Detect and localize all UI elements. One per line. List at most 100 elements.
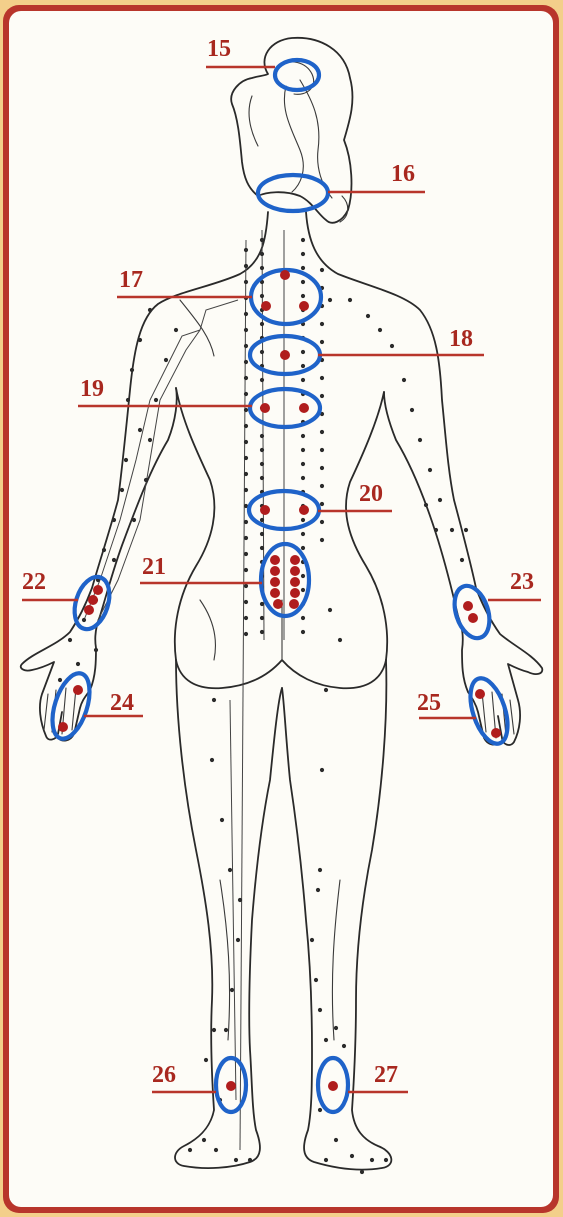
right-side-outline <box>306 212 542 745</box>
acupoint-dot-icon <box>370 1158 374 1162</box>
label-27: 27 <box>374 1062 398 1088</box>
marked-acupoints <box>58 270 501 1091</box>
acupoint-dot-icon <box>204 1058 208 1062</box>
acupoint-dot-icon <box>260 602 264 606</box>
acupoint-dot-icon <box>338 638 342 642</box>
acupoint-dot-icon <box>174 328 178 332</box>
acupoint-dot-icon <box>244 568 248 572</box>
acupoint-dot-icon <box>238 898 242 902</box>
marker-ring-23[interactable] <box>448 581 495 642</box>
acupoint-25-a <box>475 689 485 699</box>
acupoint-dot-icon <box>438 498 442 502</box>
acupoint-dot-icon <box>214 1148 218 1152</box>
acupoint-dot-icon <box>112 558 116 562</box>
right-calf-line <box>332 880 340 1040</box>
acupoint-dot-icon <box>244 472 248 476</box>
acupoint-dot-icon <box>348 298 352 302</box>
acupoint-21-i <box>273 599 283 609</box>
acupoint-dot-icon <box>148 438 152 442</box>
acupoint-dot-icon <box>301 546 305 550</box>
acupoint-23-a <box>463 601 473 611</box>
acupoint-dot-icon <box>402 378 406 382</box>
acupoint-dot-icon <box>320 376 324 380</box>
acupoint-dot-icon <box>228 868 232 872</box>
acupoint-dot-icon <box>244 456 248 460</box>
acupoint-dot-icon <box>424 503 428 507</box>
acupoint-17-c <box>299 301 309 311</box>
acupoint-dot-icon <box>301 252 305 256</box>
acupoint-dot-icon <box>366 314 370 318</box>
left-calf-line <box>220 880 230 1040</box>
marker-ring-24[interactable] <box>45 669 96 744</box>
acupoint-dot-icon <box>260 294 264 298</box>
marker-ring-25[interactable] <box>463 674 514 749</box>
body-diagram: 15 16 17 18 19 20 21 22 23 24 25 26 27 <box>9 11 553 1207</box>
acupoint-dot-icon <box>301 588 305 592</box>
acupoint-dot-icon <box>244 632 248 636</box>
acupoint-dot-icon <box>464 528 468 532</box>
acupoint-dot-icon <box>301 364 305 368</box>
acupoint-dot-icon <box>460 558 464 562</box>
acupoint-dot-icon <box>378 328 382 332</box>
acupoint-dot-icon <box>102 548 106 552</box>
acupoint-dot-icon <box>324 1038 328 1042</box>
acupoint-dot-icon <box>410 408 414 412</box>
label-15: 15 <box>207 36 231 62</box>
acupoint-dot-icon <box>244 424 248 428</box>
acupoint-22-c <box>84 605 94 615</box>
acupoint-dot-icon <box>301 462 305 466</box>
acupoint-dot-icon <box>310 938 314 942</box>
acupoint-dot-icon <box>334 1026 338 1030</box>
acupoint-dot-icon <box>260 630 264 634</box>
acupoint-19-a <box>260 403 270 413</box>
acupoint-dot-icon <box>236 938 240 942</box>
left-hand-fingers <box>58 616 100 741</box>
acupoint-dot-icon <box>318 868 322 872</box>
acupoint-dot-icon <box>320 430 324 434</box>
acupoint-dot-icon <box>301 434 305 438</box>
acupoint-dot-icon <box>188 1148 192 1152</box>
label-25: 25 <box>417 690 441 716</box>
acupoint-dot-icon <box>244 616 248 620</box>
acupoint-dot-icon <box>244 344 248 348</box>
label-18: 18 <box>449 326 473 352</box>
acupoint-21-g <box>270 588 280 598</box>
label-23: 23 <box>510 569 534 595</box>
acupoint-dot-icon <box>244 328 248 332</box>
acupoint-dot-icon <box>260 616 264 620</box>
acupoint-dot-icon <box>320 520 324 524</box>
acupoint-dot-icon <box>58 678 62 682</box>
acupoint-dot-icon <box>301 350 305 354</box>
acupoint-dot-icon <box>301 266 305 270</box>
acupoint-dot-icon <box>434 528 438 532</box>
acupoint-dot-icon <box>301 448 305 452</box>
acupoint-23-b <box>468 613 478 623</box>
label-20: 20 <box>359 481 383 507</box>
acupoint-dot-icon <box>126 398 130 402</box>
marker-ring-21[interactable] <box>261 544 309 616</box>
acupoint-dot-icon <box>318 1008 322 1012</box>
acupoint-dot-icon <box>82 618 86 622</box>
acupoint-dot-icon <box>328 298 332 302</box>
acupoint-dot-icon <box>244 584 248 588</box>
acupoint-dot-icon <box>224 1028 228 1032</box>
acupoint-dot-icon <box>418 438 422 442</box>
acupoint-dot-icon <box>320 322 324 326</box>
acupoint-dot-icon <box>244 280 248 284</box>
acupoint-24-a <box>73 685 83 695</box>
acupoint-dot-icon <box>301 476 305 480</box>
arm-meridian-1 <box>98 300 238 620</box>
acupoint-21-a <box>270 555 280 565</box>
acupoint-dot-icon <box>320 268 324 272</box>
acupoint-20-b <box>299 505 309 515</box>
acupoint-dot-icon <box>450 528 454 532</box>
acupoint-21-e <box>270 577 280 587</box>
acupoint-22-b <box>88 595 98 605</box>
acupoint-dot-icon <box>390 344 394 348</box>
acupoint-21-c <box>270 566 280 576</box>
acupoint-dot-icon <box>320 484 324 488</box>
acupoint-dot-icon <box>260 532 264 536</box>
label-17: 17 <box>119 267 143 293</box>
acupoint-dot-icon <box>301 294 305 298</box>
acupoint-dot-icon <box>324 688 328 692</box>
